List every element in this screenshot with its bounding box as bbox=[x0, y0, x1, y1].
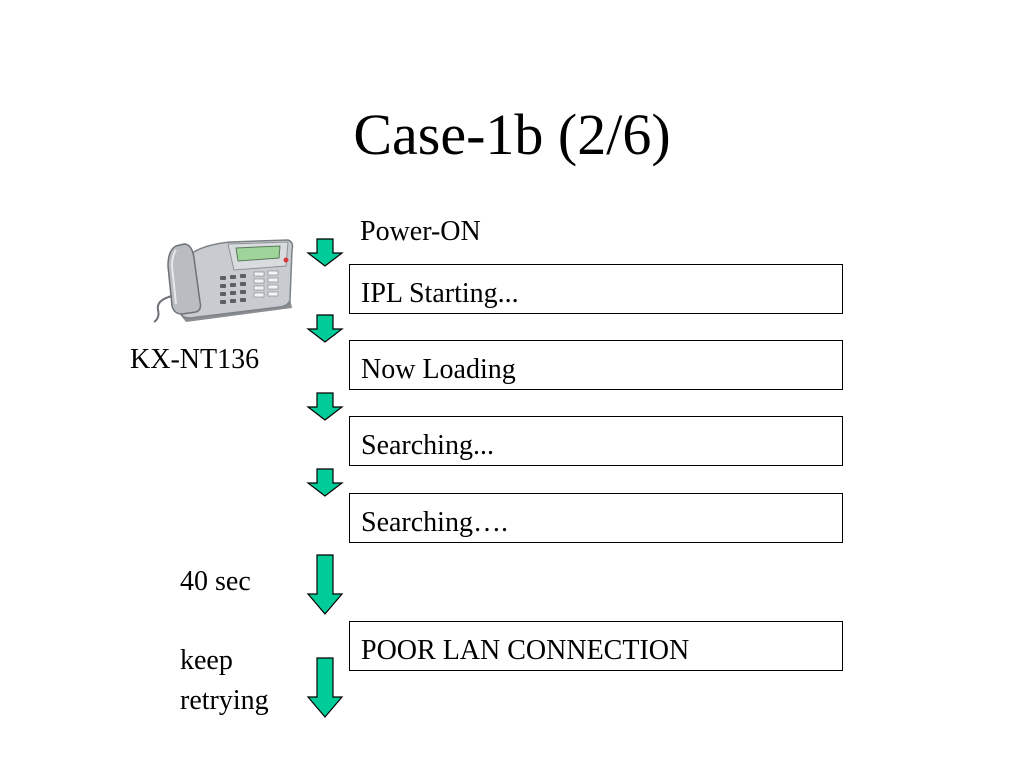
delay-label: 40 sec bbox=[180, 566, 251, 597]
display-message-box: Searching... bbox=[349, 416, 843, 466]
power-on-label: Power-ON bbox=[360, 216, 481, 247]
slide-title: Case-1b (2/6) bbox=[353, 102, 671, 167]
retry-label-line2: retrying bbox=[180, 685, 269, 716]
device-model-label: KX-NT136 bbox=[130, 344, 260, 375]
down-arrow-icon bbox=[306, 554, 344, 615]
display-message-box: Now Loading bbox=[349, 340, 843, 390]
display-message-box: Searching…. bbox=[349, 493, 843, 543]
display-message-box: POOR LAN CONNECTION bbox=[349, 621, 843, 671]
down-arrow-icon bbox=[306, 468, 344, 497]
down-arrow-icon bbox=[306, 657, 344, 718]
display-message-box: IPL Starting... bbox=[349, 264, 843, 314]
ip-phone-icon bbox=[153, 239, 294, 323]
retry-label-line1: keep bbox=[180, 645, 233, 676]
down-arrow-icon bbox=[306, 238, 344, 267]
down-arrow-icon bbox=[306, 392, 344, 421]
down-arrow-icon bbox=[306, 314, 344, 343]
